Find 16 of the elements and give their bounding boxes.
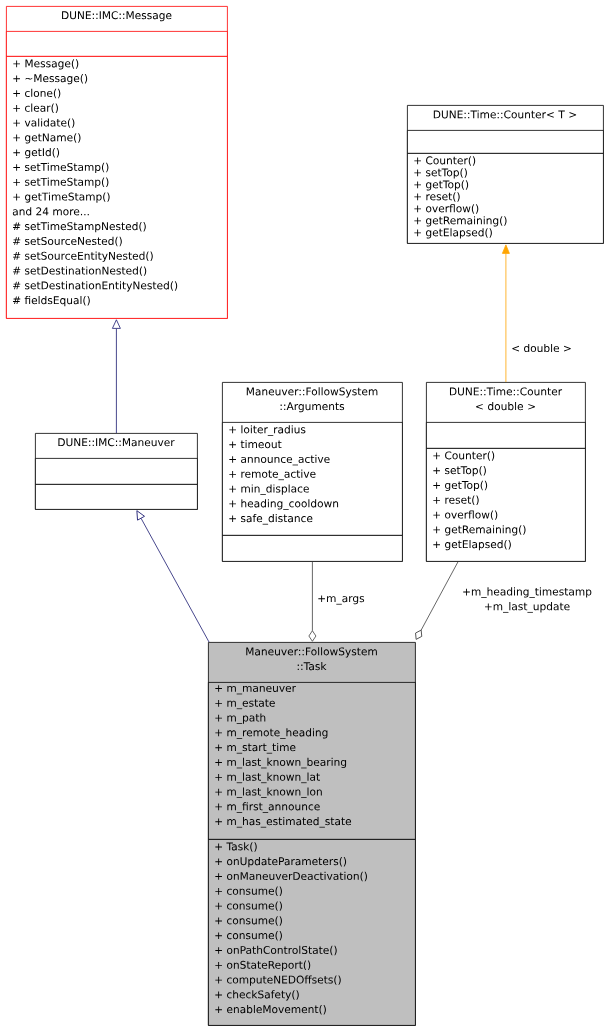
- aggregation-line: [415, 561, 459, 640]
- empty-compartment: [222, 535, 403, 562]
- aggregation-line: [308, 561, 317, 642]
- inheritance-arrow: [502, 244, 510, 383]
- inheritance-arrow: [136, 510, 210, 643]
- empty-compartment: [35, 458, 198, 485]
- edge-label: +m_heading_timestamp +m_last_update: [451, 586, 603, 614]
- empty-compartment: [6, 31, 228, 57]
- edge-label: < double >: [510, 342, 573, 354]
- inheritance-arrow: [112, 319, 121, 434]
- edge-label: +m_args: [316, 594, 366, 606]
- member-list: + m_maneuver + m_estate + m_path + m_remote_heading + m_start_time + m_last_known_bearing + m_last_known_lat + m_last_known_lon + m_first_announce + m_has_estimated_state: [208, 682, 416, 840]
- member-list: + Task() + onUpdateParameters() + onManeuverDeactivation() + consume() + consume() + consume() + consume() + onPathControlState() + onStateReport() + computeNEDOffsets() + checkSafety() + enableMovement(): [208, 839, 416, 1026]
- empty-compartment: [407, 130, 604, 154]
- empty-compartment: [35, 484, 198, 510]
- empty-compartment: [426, 422, 586, 449]
